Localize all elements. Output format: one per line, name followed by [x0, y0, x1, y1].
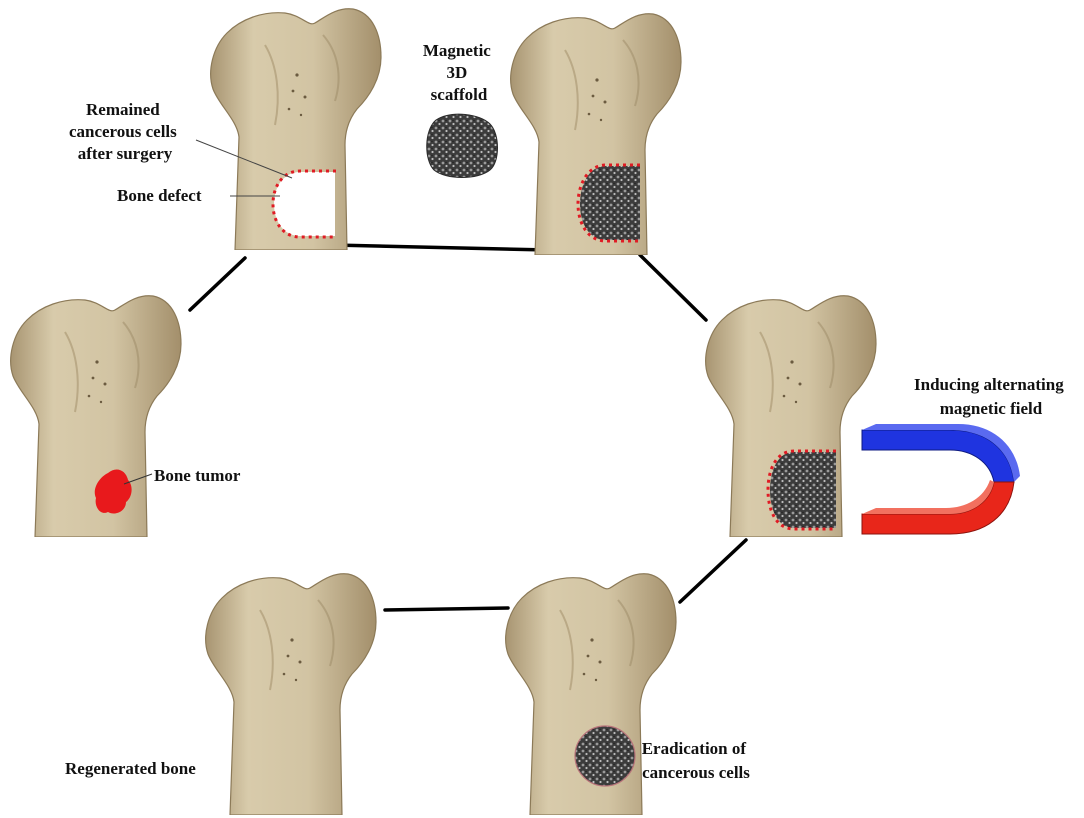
bone-defect-cavity: [274, 172, 335, 236]
connector-defect-to-scaffold: [331, 243, 550, 252]
magnet-south-top: [862, 480, 994, 514]
bone-with-defect: [195, 7, 382, 250]
bone-tumor-label: Bone tumor: [154, 466, 241, 485]
eradication-label: Eradication of cancerous cells: [642, 739, 751, 782]
defect-cancer-markers: [271, 169, 336, 239]
eradication-line-2: cancerous cells: [642, 763, 750, 782]
remained-cells-leader: [195, 139, 293, 179]
bone-in-magnetic-field: [704, 294, 877, 537]
magnetic-3d-scaffold: [426, 113, 498, 178]
regenerated-label: Regenerated bone: [65, 759, 196, 778]
bone-tumor-leader: [123, 473, 153, 485]
eradicated-region: [574, 725, 636, 787]
bone-defect-label: Bone defect: [117, 186, 202, 205]
implanted-scaffold: [580, 166, 640, 240]
connector-scaffold-to-field: [638, 253, 708, 322]
magnet-north-top: [862, 424, 1020, 482]
scaffold-line-2: 3D: [446, 63, 467, 82]
remained-cells-line-3: after surgery: [78, 144, 173, 163]
regenerated-bone: [204, 572, 377, 815]
eradication-line-1: Eradication of: [642, 739, 747, 758]
implant-cancer-markers: [576, 163, 640, 243]
alternating-field-line-2: magnetic field: [940, 399, 1043, 418]
remained-cells-label: Remained cancerous cells after surgery: [69, 100, 181, 163]
horseshoe-magnet: [861, 424, 1020, 535]
field-scaffold: [770, 452, 836, 528]
bone-tumor-mass: [94, 469, 132, 514]
alternating-field-label: Inducing alternating magnetic field: [914, 375, 1068, 418]
remained-cells-line-2: cancerous cells: [69, 122, 177, 141]
connector-field-to-eradication: [678, 538, 748, 604]
bone-eradication: [504, 572, 677, 815]
scaffold-label: Magnetic 3D scaffold: [423, 41, 495, 104]
scaffold-line-1: Magnetic: [423, 41, 491, 60]
bone-with-tumor: [9, 294, 183, 537]
scaffold-line-3: scaffold: [431, 85, 488, 104]
bone-with-scaffold: [509, 12, 682, 255]
remained-cells-line-1: Remained: [86, 100, 160, 119]
connector-eradication-to-regenerated: [383, 606, 510, 612]
cycle-connectors: [188, 243, 748, 612]
connector-tumor-to-defect: [188, 256, 247, 312]
alternating-field-line-1: Inducing alternating: [914, 375, 1064, 394]
